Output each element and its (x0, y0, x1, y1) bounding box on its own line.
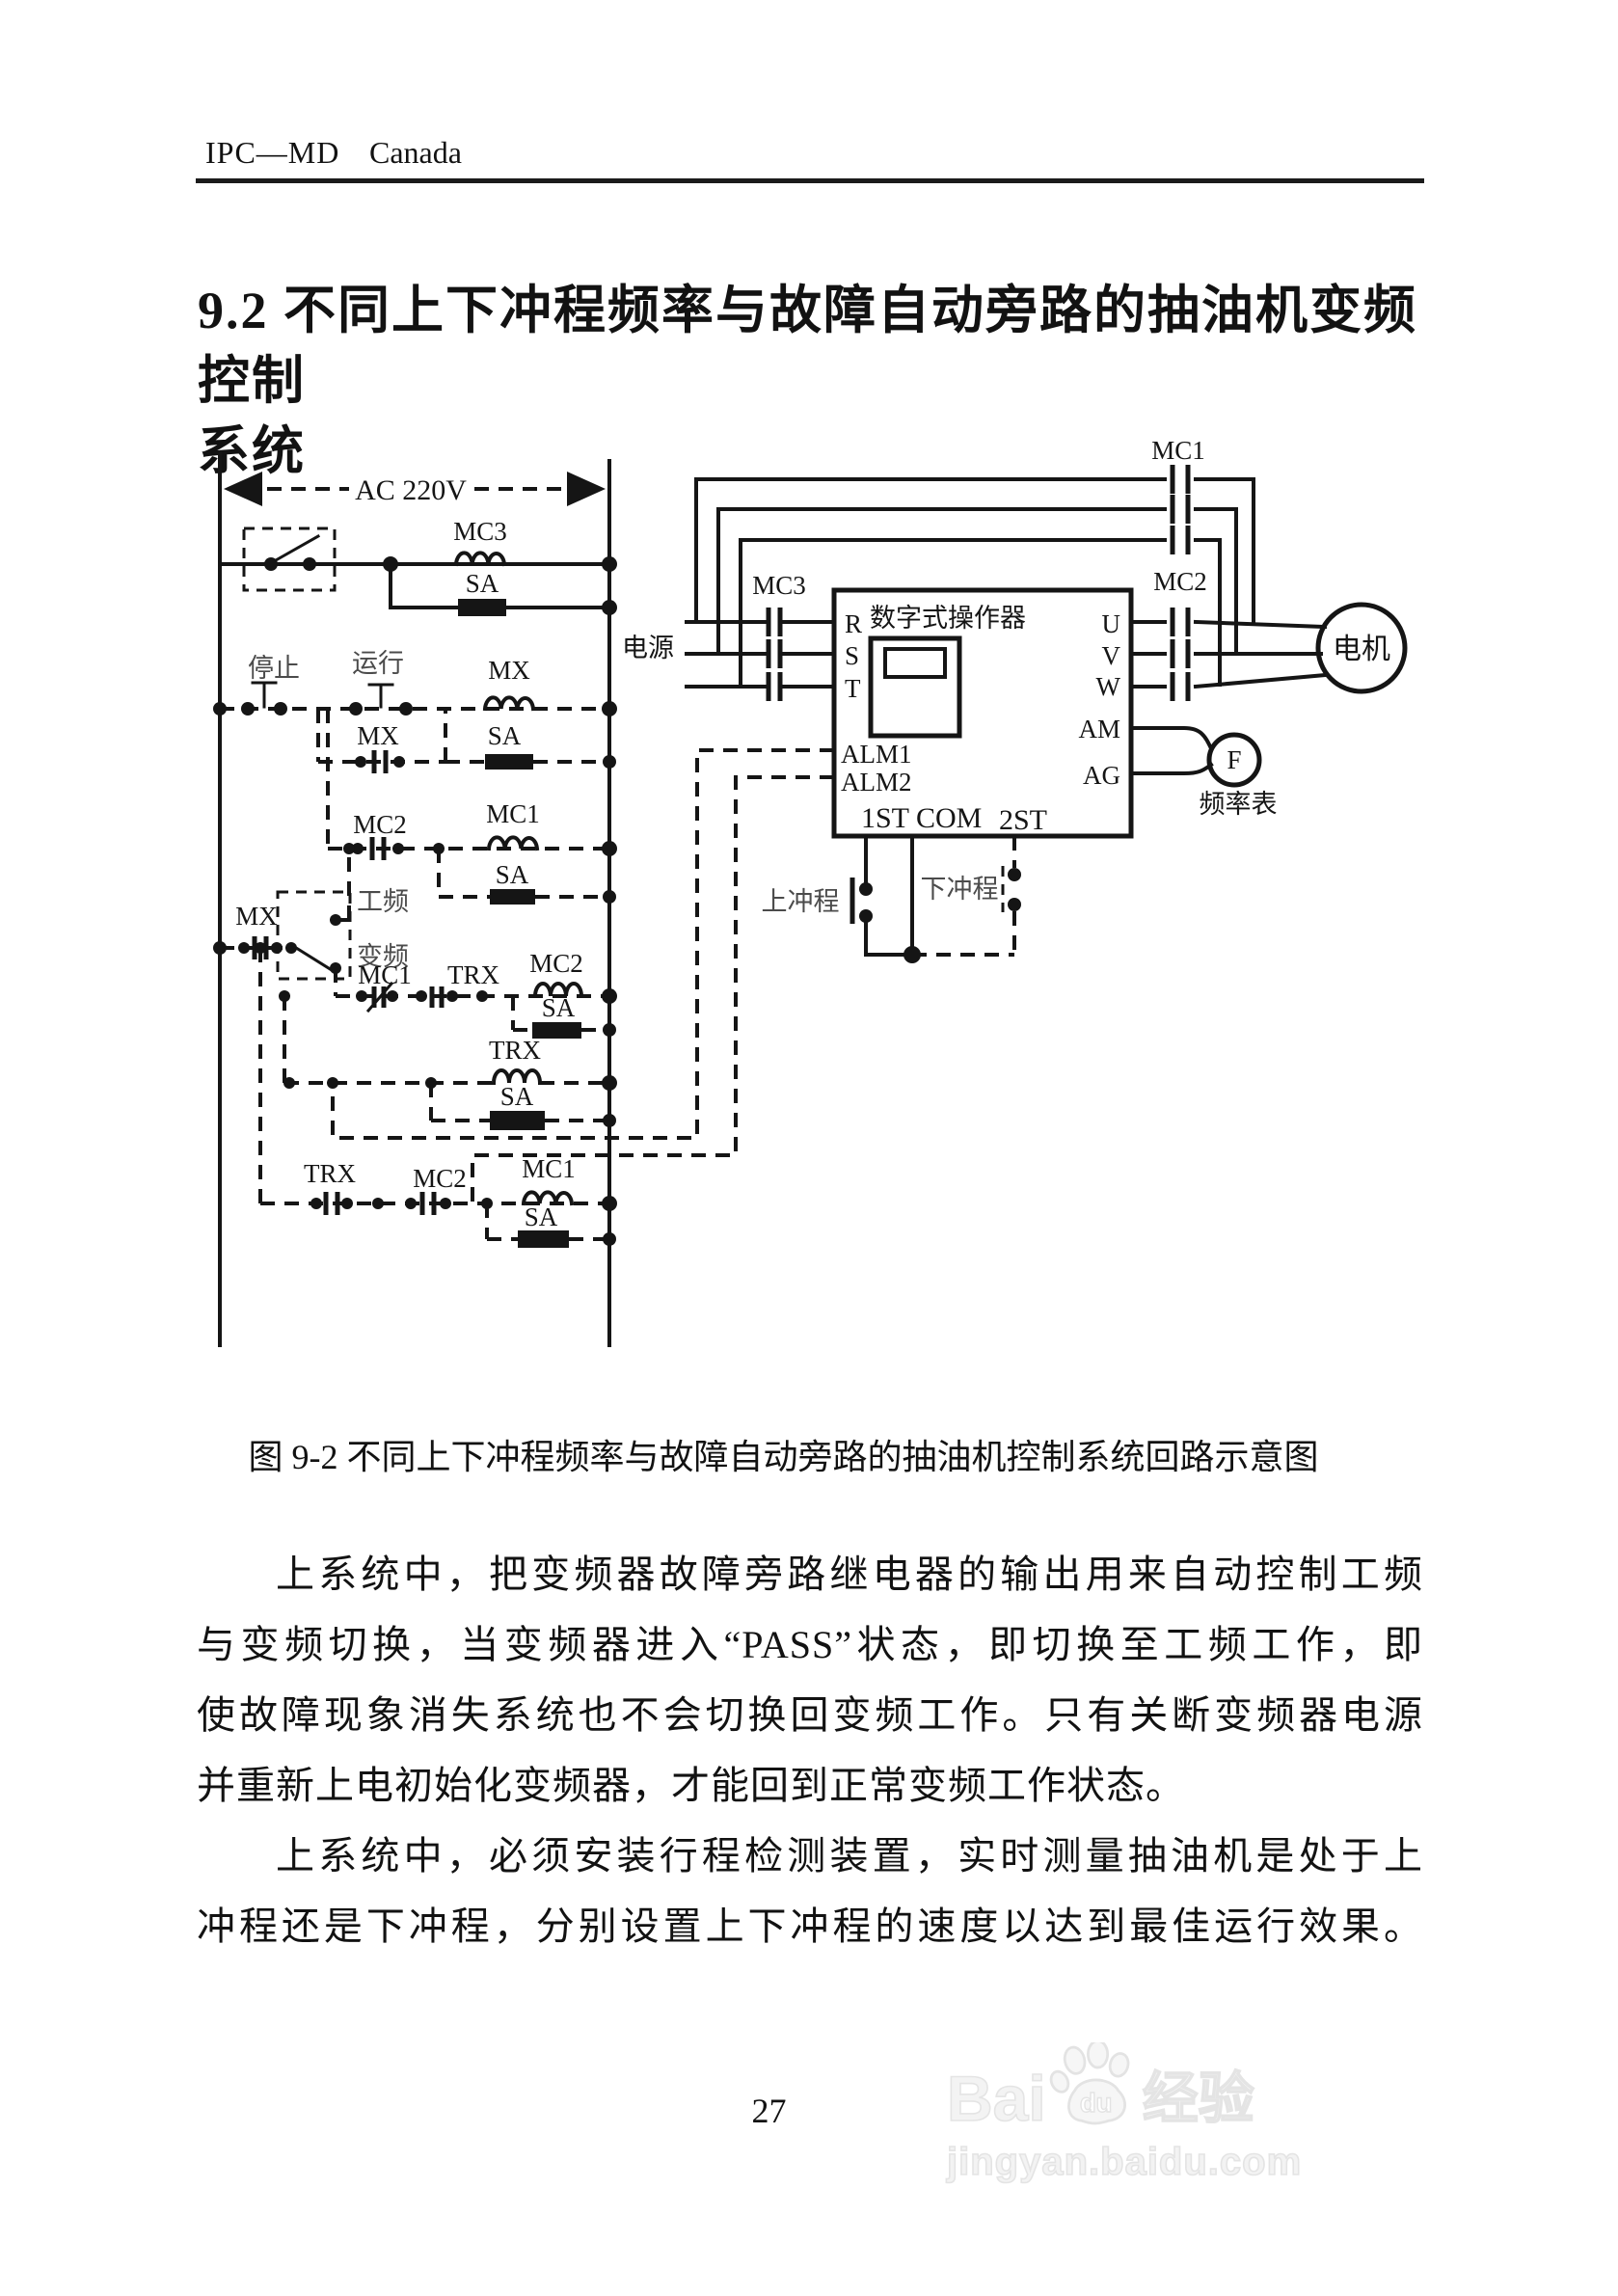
trx-contact-label: TRX (447, 960, 500, 989)
power-freq-label: 工频 (357, 887, 409, 916)
rung-mc3: MC3 SA (218, 517, 617, 616)
run-button-label: 运行 (352, 649, 404, 678)
trx-contact2-label: TRX (304, 1159, 357, 1188)
page-number: 27 (751, 2092, 787, 2130)
body-line: 使故障现象消失系统也不会切换回变频工作。只有关断变频器电源 (197, 1693, 1423, 1737)
sa5-label: SA (500, 1082, 534, 1111)
terminal-t: T (845, 674, 861, 703)
rung-mc1-coil: MC2 MC1 SA (326, 709, 617, 905)
mc1-coil2-label: MC1 (522, 1154, 576, 1183)
mc3-contact-label: MC3 (752, 571, 806, 600)
stroke-switches: 上冲程 下冲程 (762, 834, 1021, 963)
mx-coil-label: MX (488, 656, 530, 685)
mc2-contact2-label: MC2 (413, 1164, 467, 1193)
mx-contact2-label: MX (235, 902, 278, 931)
watermark-bai: Bai (946, 2063, 1046, 2134)
baidu-paw-icon: du (1049, 2042, 1130, 2125)
mc1-bypass-label: MC1 (1151, 436, 1205, 465)
section-title-line1: 9.2 不同上下冲程频率与故障自动旁路的抽油机变频控制 (198, 282, 1417, 410)
watermark: Bai du 经验 jingyan.baidu.com (946, 2042, 1371, 2184)
motor-output: MC2 电机 F 频率表 (1129, 567, 1408, 819)
header-right: Canada (369, 135, 462, 170)
rung-trx-coil: TRX SA (279, 990, 617, 1130)
mc2-contact-label: MC2 (353, 810, 407, 839)
watermark-jingyan: 经验 (1142, 2067, 1255, 2130)
terminal-alm2: ALM2 (841, 768, 912, 797)
body-line: 与变频切换，当变频器进入“PASS”状态，即切换至工频工作，即 (197, 1623, 1423, 1666)
rung-mc1-bypass: TRX MC2 MC1 SA (255, 942, 617, 1248)
body-line: 并重新上电初始化变频器，才能回到正常变频工作状态。 (197, 1764, 1185, 1807)
sa3-label: SA (496, 860, 529, 889)
ac-voltage-label: AC 220V (355, 474, 467, 506)
mc3-coil-label: MC3 (453, 517, 507, 546)
mc2-coil-label: MC2 (529, 949, 583, 978)
sa6-label: SA (525, 1202, 558, 1231)
motor-label: 电机 (1333, 634, 1390, 665)
up-stroke-label: 上冲程 (762, 887, 840, 916)
terminal-w: W (1096, 672, 1121, 701)
watermark-du: du (1080, 2088, 1113, 2118)
freq-meter-label: 频率表 (1200, 790, 1278, 819)
freq-meter-f: F (1227, 745, 1241, 774)
mc1-contact-label: MC1 (358, 960, 412, 989)
body-line: 冲程还是下冲程，分别设置上下冲程的速度以达到最佳运行效果。 (197, 1904, 1423, 1948)
trx-coil-label: TRX (489, 1036, 542, 1065)
alarm-links (331, 748, 834, 1203)
figure-caption: 图 9-2 不同上下冲程频率与故障自动旁路的抽油机控制系统回路示意图 (248, 1438, 1319, 1476)
watermark-url: jingyan.baidu.com (946, 2140, 1303, 2184)
terminal-r: R (845, 609, 862, 638)
terminal-ag: AG (1083, 761, 1120, 790)
digital-operator-label: 数字式操作器 (870, 604, 1026, 633)
mc1-coil-label: MC1 (486, 799, 540, 828)
terminal-am: AM (1078, 715, 1120, 743)
rung-selector: MX 工频 变频 (213, 843, 409, 996)
body-line: 上系统中，把变频器故障旁路继电器的输出用来自动控制工频 (276, 1553, 1423, 1596)
terminal-alm1: ALM1 (841, 740, 912, 769)
ac-voltage-span: AC 220V (224, 472, 606, 506)
sa4-label: SA (542, 993, 576, 1022)
terminal-v: V (1102, 641, 1121, 670)
bypass-bus: MC1 (694, 436, 1255, 689)
circuit-diagram: AC 220V MC3 SA 停止 (213, 436, 1408, 1347)
var-freq-label: 变频 (357, 942, 409, 971)
terminal-2st: 2ST (999, 804, 1047, 836)
header-left: IPC—MD (205, 135, 340, 170)
terminal-u: U (1102, 609, 1121, 638)
section-title-line2: 系统 (198, 422, 306, 480)
stop-button-label: 停止 (248, 654, 300, 683)
power-source-label: 电源 (622, 634, 674, 662)
header-rule (196, 178, 1424, 183)
sa2-label: SA (488, 721, 522, 750)
rung-mc2-coil: MC1 TRX MC2 SA (336, 949, 617, 1039)
body-line: 上系统中，必须安装行程检测装置，实时测量抽油机是处于上 (276, 1834, 1423, 1877)
rung-mx: 停止 运行 MX MX SA (213, 649, 617, 773)
down-stroke-label: 下冲程 (921, 875, 999, 904)
terminal-s: S (845, 641, 859, 670)
mx-contact-label: MX (357, 721, 399, 750)
sa1-label: SA (466, 569, 499, 598)
mains-input: 电源 MC3 (622, 571, 836, 701)
mc2-output-label: MC2 (1153, 567, 1207, 596)
terminal-1st-com: 1ST COM (861, 802, 982, 834)
section-title: 9.2 不同上下冲程频率与故障自动旁路的抽油机变频控制 系统 (198, 276, 1451, 487)
inverter-box: R S T 数字式操作器 U V W AM AG ALM1 ALM2 1ST C… (831, 587, 1134, 839)
